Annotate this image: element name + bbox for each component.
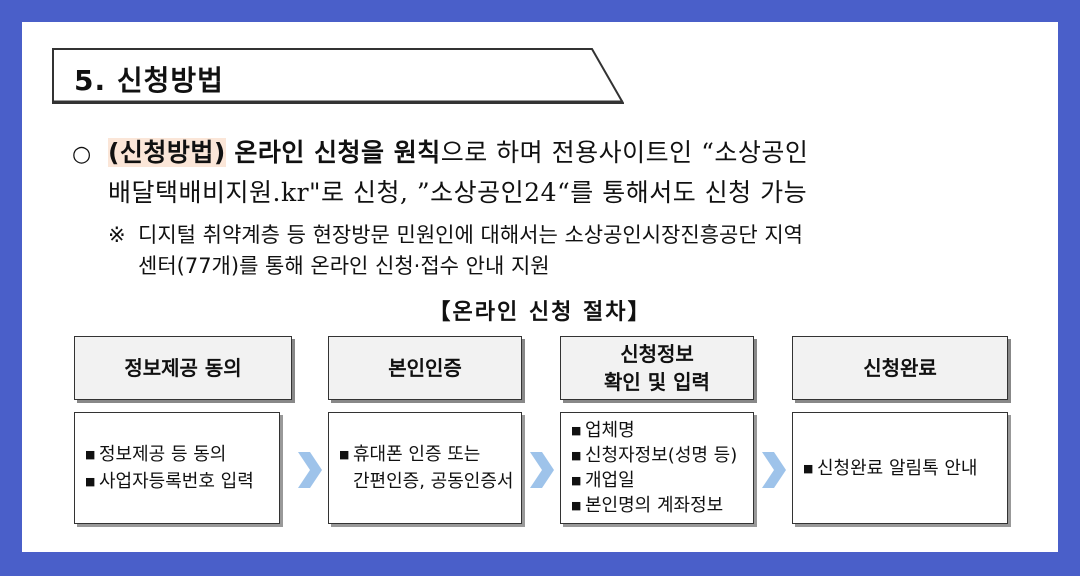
list-item: ■신청완료 알림톡 안내 [803,455,1007,482]
step-header-label: 정보제공 동의 [124,356,242,380]
square-bullet-icon: ■ [85,475,96,488]
square-bullet-icon: ■ [571,449,582,462]
list-item: ■업체명 [571,418,753,443]
note-mark: ※ [108,223,126,247]
chevron-right-icon [298,452,322,488]
list-item: ■본인명의 계좌정보 [571,493,753,518]
circle-bullet: ○ [72,142,92,167]
list-item-text: 신청자정보(성명 등) [585,445,738,466]
square-bullet-icon: ■ [571,499,582,512]
note-line2: 센터(77개)를 통해 온라인 신청·접수 안내 지원 [138,254,550,278]
step-body-consent: ■정보제공 등 동의 ■사업자등록번호 입력 [74,412,280,524]
step-header-label: 본인인증 [388,356,462,380]
square-bullet-icon: ■ [339,448,350,461]
section-title: 5. 신청방법 [74,64,224,97]
step-header-label: 신청완료 [863,356,937,380]
list-item: ■정보제공 등 동의 [85,441,279,468]
step-header-complete: 신청완료 [792,336,1008,400]
list-item-text: 정보제공 등 동의 [99,444,227,465]
section-title-box: 5. 신청방법 [52,48,624,104]
list-item: ■휴대폰 인증 또는 [339,441,521,468]
document-page: 5. 신청방법 ○ (신청방법) 온라인 신청을 원칙으로 하며 전용사이트인 “… [22,22,1058,552]
list-item-text: 신청완료 알림톡 안내 [817,457,978,479]
note: ※ 디지털 취약계층 등 현장방문 민원인에 대해서는 소상공인시장진흥공단 지역… [108,220,1038,282]
step-header-info: 신청정보 확인 및 입력 [560,336,754,400]
list-item-text: 본인명의 계좌정보 [585,495,724,516]
square-bullet-icon: ■ [571,424,582,437]
process-title: 【온라인 신청 절차】 [428,300,652,325]
step-header-label: 확인 및 입력 [604,370,710,394]
list-item: ■신청자정보(성명 등) [571,443,753,468]
section-title-frame [52,48,624,104]
list-item-text: 업체명 [585,420,635,441]
chevron-right-icon [762,452,786,488]
step-body-info: ■업체명 ■신청자정보(성명 등) ■개업일 ■본인명의 계좌정보 [560,412,754,524]
step-header-label: 신청정보 [620,342,694,366]
step-header-auth: 본인인증 [328,336,522,400]
list-item-text: 사업자등록번호 입력 [99,471,254,492]
main-paragraph: ○ (신청방법) 온라인 신청을 원칙으로 하며 전용사이트인 “소상공인 배달택… [72,134,1032,212]
paragraph-line2: 배달택배비지원.kr"로 신청, ”소상공인24“를 통해서도 신청 가능 [108,178,808,207]
list-item: ■사업자등록번호 입력 [85,468,279,495]
square-bullet-icon: ■ [571,474,582,487]
list-item: 간편인증, 공동인증서 [339,468,521,495]
step-header-consent: 정보제공 동의 [74,336,292,400]
step-body-auth: ■휴대폰 인증 또는 간편인증, 공동인증서 [328,412,522,524]
note-line1: 디지털 취약계층 등 현장방문 민원인에 대해서는 소상공인시장진흥공단 지역 [138,223,803,247]
square-bullet-icon: ■ [85,448,96,461]
list-item-text: 개업일 [585,470,635,491]
list-item-text: 간편인증, 공동인증서 [353,471,514,492]
step-body-complete: ■신청완료 알림톡 안내 [792,412,1008,524]
list-item: ■개업일 [571,468,753,493]
method-label: (신청방법) [108,138,226,167]
paragraph-line1-rest: 으로 하며 전용사이트인 “소상공인 [440,138,809,167]
chevron-right-icon [530,452,554,488]
principle-text: 온라인 신청을 원칙 [234,138,441,167]
list-item-text: 휴대폰 인증 또는 [353,444,481,465]
square-bullet-icon: ■ [803,461,814,475]
